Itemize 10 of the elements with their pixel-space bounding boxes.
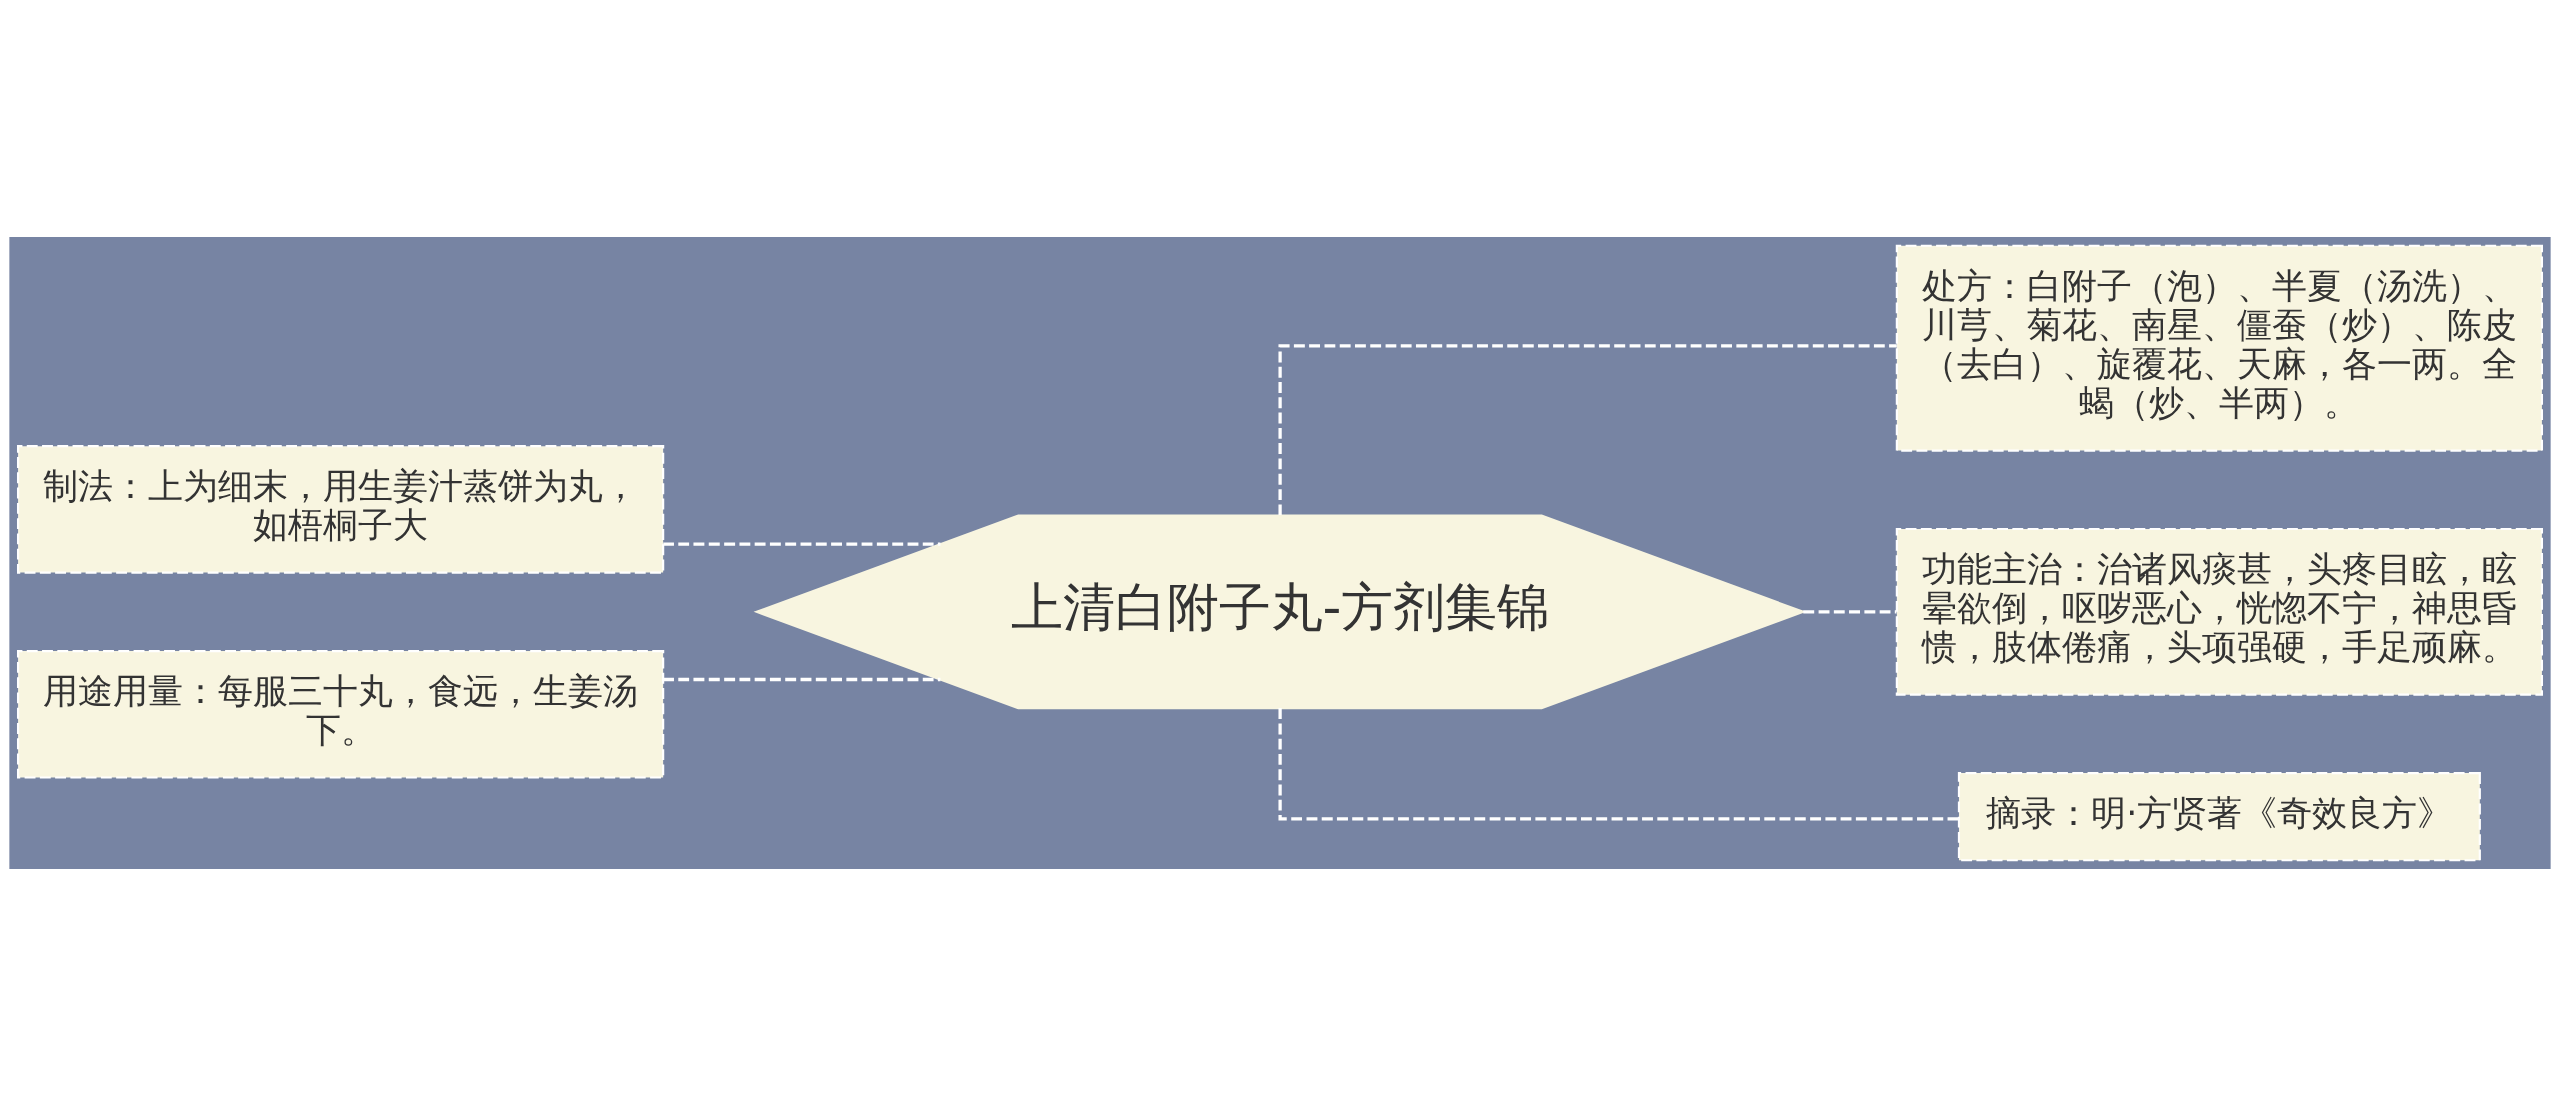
connector bbox=[1803, 609, 1897, 613]
connector bbox=[1278, 343, 1897, 515]
connector bbox=[663, 542, 941, 546]
node-box: 制法：上为细末，用生姜汁蒸饼为丸，如梧桐子大 bbox=[17, 444, 665, 574]
node-box: 用途用量：每服三十丸，食远，生姜汤下。 bbox=[17, 649, 665, 779]
connector bbox=[1278, 707, 1959, 820]
connector bbox=[663, 677, 941, 681]
node-box: 功能主治：治诸风痰甚，头疼目眩，眩晕欲倒，呕哕恶心，恍惚不宁，神思昏愦，肢体倦痛，头项强硬，手足顽麻。 bbox=[1895, 527, 2543, 696]
node-box: 摘录：明·方贤著《奇效良方》 bbox=[1957, 771, 2481, 861]
node-box: 处方：白附子（泡）、半夏（汤洗）、川芎、菊花、南星、僵蚕（炒）、陈皮（去白）、旋覆花、天麻，各一两。全蝎（炒、半两）。 bbox=[1895, 244, 2543, 452]
